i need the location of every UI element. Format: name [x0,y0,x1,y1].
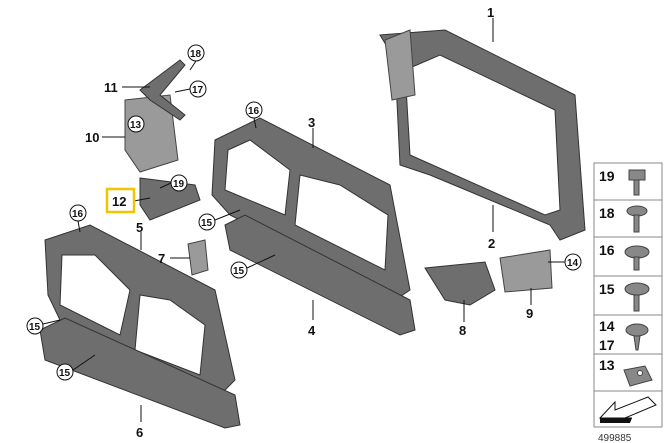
callout-15[interactable]: 15 [233,266,245,277]
part-11-bracket[interactable] [139,59,186,121]
legend-label-15: 15 [599,281,615,297]
part-9-air-duct[interactable] [499,249,553,293]
hex-bolt-icon [628,169,646,196]
part-4-lower-air-duct[interactable] [224,214,416,336]
part-8-air-duct[interactable] [424,261,496,306]
callout-2[interactable]: 2 [488,236,495,251]
part-7-bracket[interactable] [187,239,209,276]
callout-3[interactable]: 3 [308,115,315,130]
legend-label-17: 17 [599,337,615,353]
part-3-carrier[interactable] [211,117,411,301]
callout-11[interactable]: 11 [104,80,118,95]
callout-10[interactable]: 10 [85,130,99,145]
callout-16[interactable]: 16 [248,106,260,117]
clip-nut-icon [623,365,653,387]
callout-17[interactable]: 17 [192,85,204,96]
legend-label-18: 18 [599,205,615,221]
callout-7[interactable]: 7 [158,251,165,266]
part-12-air-guide[interactable] [139,177,201,221]
circle-callouts: 13 14 15 15 15 15 16 16 17 18 19 [26,44,582,381]
callout-4[interactable]: 4 [308,323,316,338]
callout-15[interactable]: 15 [201,218,213,229]
callout-18[interactable]: 18 [190,49,202,60]
callout-15[interactable]: 15 [29,322,41,333]
washer-bolt-icon [626,205,648,233]
callout-14[interactable]: 14 [567,258,579,269]
callout-15[interactable]: 15 [59,368,71,379]
callout-5[interactable]: 5 [136,220,143,235]
legend-label-19: 19 [599,168,615,184]
torx-washer-screw-icon [624,282,650,312]
highlight-box [105,187,136,214]
torx-washer-screw-icon [624,245,650,271]
callout-8[interactable]: 8 [459,323,466,338]
reference-number: 499885 [598,433,632,443]
callout-13[interactable]: 13 [130,120,142,131]
expanding-rivet-icon [625,323,649,351]
legend-label-13: 13 [599,357,615,373]
part-6-lower-duct[interactable] [39,317,241,429]
part-10-air-guide[interactable] [124,94,179,173]
callout-19[interactable]: 19 [173,179,185,190]
callout-16[interactable]: 16 [72,209,84,220]
legend-label-14: 14 [599,318,615,334]
legend-label-16: 16 [599,242,615,258]
callout-6[interactable]: 6 [136,425,143,440]
callout-12[interactable]: 12 [112,194,126,209]
callout-9[interactable]: 9 [526,306,533,321]
callout-1[interactable]: 1 [487,5,494,20]
part-1-frame[interactable] [379,29,586,241]
leader-lines [42,18,565,422]
direction-arrow-icon [598,396,657,423]
fastener-legend: 19 18 16 15 14 17 13 [593,162,663,428]
